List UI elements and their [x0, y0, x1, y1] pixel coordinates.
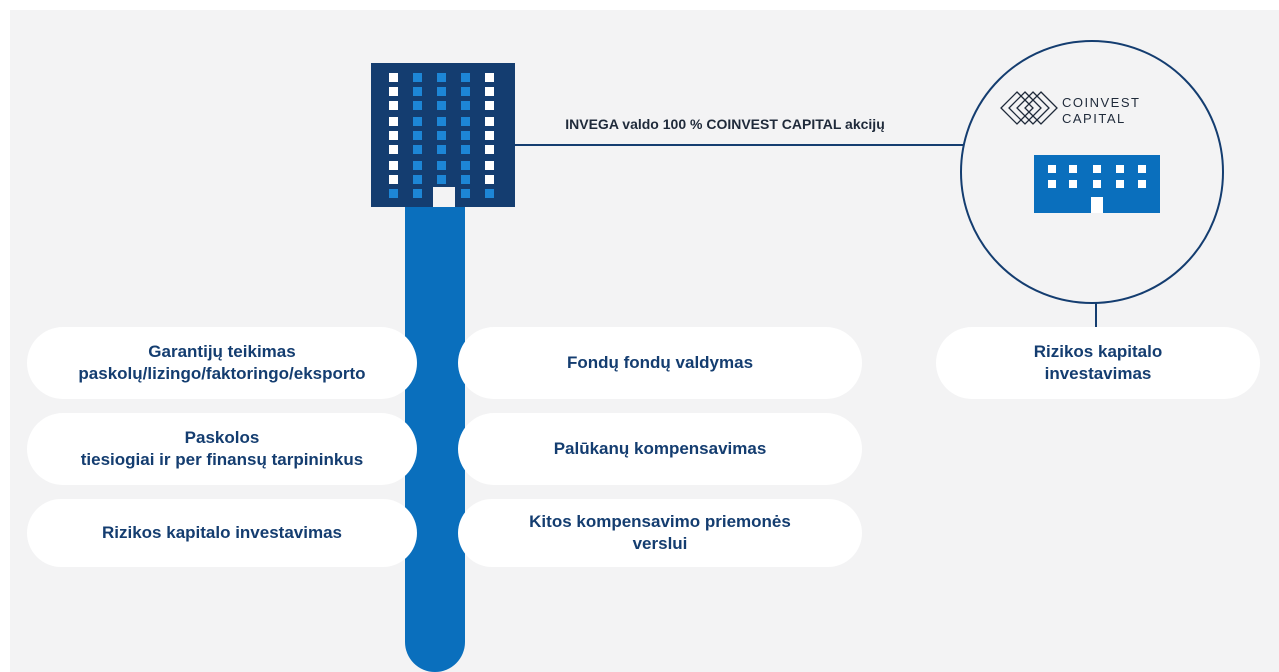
building-window [461, 131, 470, 140]
ownership-connector-line [515, 144, 964, 146]
building-window [413, 117, 422, 126]
building-window [389, 101, 398, 110]
building-window [413, 131, 422, 140]
building-window [485, 161, 494, 170]
building-window [437, 117, 446, 126]
building-window [389, 145, 398, 154]
service-label-line: investavimas [1044, 364, 1152, 383]
ownership-label: INVEGA valdo 100 % COINVEST CAPITAL akci… [565, 116, 885, 132]
invega-stem [405, 195, 465, 672]
coinvest-building-door [1091, 197, 1103, 213]
service-label-line: Palūkanų kompensavimas [553, 439, 767, 458]
service-label-line: paskolų/lizingo/faktoringo/eksporto [78, 364, 366, 383]
service-label-line: Rizikos kapitalo [1033, 342, 1163, 361]
building-window [413, 145, 422, 154]
building-window [437, 87, 446, 96]
coinvest-building-window [1048, 180, 1056, 188]
coinvest-building-window [1093, 165, 1101, 173]
building-window [461, 117, 470, 126]
service-label-line: Paskolos [184, 428, 260, 447]
coinvest-wordmark-line2: CAPITAL [1062, 111, 1126, 126]
service-pill-venture-capital: Rizikos kapitalo investavimas [27, 499, 417, 567]
building-window [437, 101, 446, 110]
building-window [461, 73, 470, 82]
building-window [437, 161, 446, 170]
service-label-line: Fondų fondų valdymas [566, 353, 754, 372]
building-window [413, 189, 422, 198]
building-window [437, 175, 446, 184]
coinvest-building-window [1069, 180, 1077, 188]
building-window [413, 87, 422, 96]
service-label-line: Garantijų teikimas [148, 342, 296, 361]
coinvest-wordmark-line1: COINVEST [1062, 95, 1141, 110]
building-window [389, 189, 398, 198]
coinvest-building-window [1116, 165, 1124, 173]
building-window [413, 161, 422, 170]
building-window [485, 101, 494, 110]
building-window [485, 117, 494, 126]
service-label-line: tiesiogiai ir per finansų tarpininkus [80, 450, 364, 469]
coinvest-logo-icon [1000, 91, 1058, 125]
coinvest-building-window [1093, 180, 1101, 188]
building-window [485, 73, 494, 82]
building-window [437, 145, 446, 154]
building-window [389, 73, 398, 82]
building-window [461, 189, 470, 198]
building-window [461, 101, 470, 110]
coinvest-connector-line [1095, 303, 1097, 330]
coinvest-building-window [1048, 165, 1056, 173]
service-pill-other-compensation: Kitos kompensavimo priemonės verslui [458, 499, 862, 567]
building-window [389, 131, 398, 140]
building-window [461, 145, 470, 154]
service-label-line: Kitos kompensavimo priemonės [529, 512, 791, 531]
building-window [485, 175, 494, 184]
building-window [413, 175, 422, 184]
building-window [485, 87, 494, 96]
building-window [485, 131, 494, 140]
building-window [461, 175, 470, 184]
building-window [389, 161, 398, 170]
coinvest-building-window [1138, 165, 1146, 173]
service-pill-loans: Paskolos tiesiogiai ir per finansų tarpi… [27, 413, 417, 485]
building-door [433, 187, 455, 207]
coinvest-building-window [1138, 180, 1146, 188]
service-label-line: verslui [632, 534, 688, 553]
building-window [437, 73, 446, 82]
service-label-line: Rizikos kapitalo investavimas [102, 523, 342, 542]
service-pill-interest-compensation: Palūkanų kompensavimas [458, 413, 862, 485]
building-window [389, 175, 398, 184]
invega-building-icon [371, 63, 515, 207]
service-pill-fund-of-funds: Fondų fondų valdymas [458, 327, 862, 399]
coinvest-building-window [1069, 165, 1077, 173]
building-window [485, 189, 494, 198]
coinvest-building-icon [1034, 155, 1160, 213]
building-window [413, 73, 422, 82]
service-pill-guarantees: Garantijų teikimas paskolų/lizingo/fakto… [27, 327, 417, 399]
building-window [461, 161, 470, 170]
building-window [485, 145, 494, 154]
building-window [389, 117, 398, 126]
coinvest-building-window [1116, 180, 1124, 188]
service-pill-coinvest-venture-capital: Rizikos kapitalo investavimas [936, 327, 1260, 399]
building-window [461, 87, 470, 96]
coinvest-wordmark: COINVEST CAPITAL [1062, 95, 1140, 127]
building-window [413, 101, 422, 110]
building-window [437, 131, 446, 140]
building-window [389, 87, 398, 96]
